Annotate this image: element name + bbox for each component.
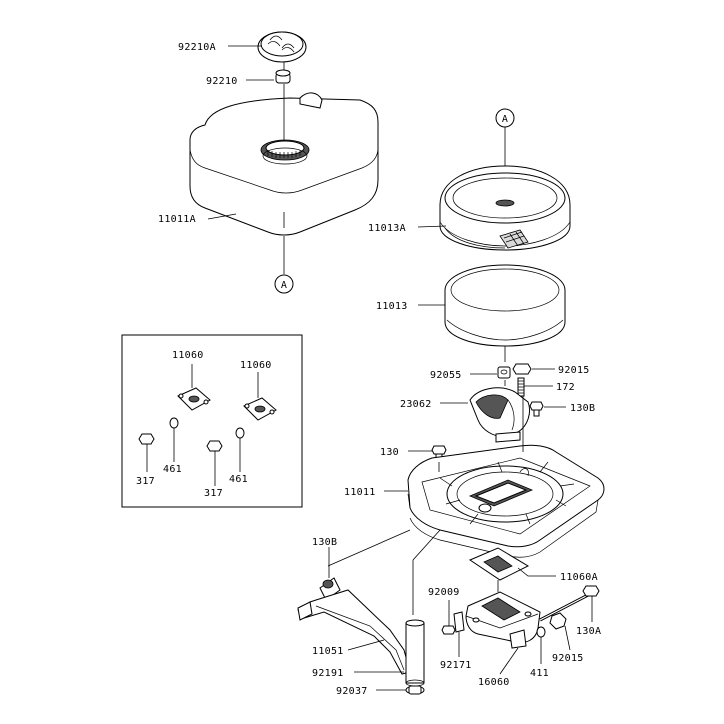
part-labels: 92210A 92210 11011A 11013A 11013 92055 9… xyxy=(136,42,601,697)
wing-nut-part xyxy=(257,31,307,63)
label-11051: 11051 xyxy=(312,646,344,657)
label-11013A: 11013A xyxy=(368,223,406,234)
cover-assembly xyxy=(189,31,379,274)
label-130: 130 xyxy=(380,447,399,458)
washer-411-part xyxy=(536,626,546,638)
label-inset-11060-left: 11060 xyxy=(172,350,204,361)
bolt-130A-part xyxy=(539,585,600,622)
label-92015-bottom: 92015 xyxy=(552,653,584,664)
hose-92191-part xyxy=(405,619,425,687)
ref-marker-a-lower-text: A xyxy=(281,280,287,291)
gasket-variants-inset xyxy=(121,334,303,508)
cover-body-part xyxy=(189,92,379,236)
label-inset-461-left: 461 xyxy=(163,464,182,475)
label-11060A: 11060A xyxy=(560,572,598,583)
inset-nut-mid xyxy=(206,440,223,452)
small-nut-part xyxy=(275,69,291,84)
label-411: 411 xyxy=(530,668,549,679)
ref-marker-a-lower: A xyxy=(274,274,294,294)
label-92015-top: 92015 xyxy=(558,365,590,376)
inset-gasket-right xyxy=(243,397,277,421)
nut-92015-top-part xyxy=(512,363,532,375)
clip-92171-part xyxy=(453,611,465,633)
label-16060: 16060 xyxy=(478,677,510,688)
label-92009: 92009 xyxy=(428,587,460,598)
label-92210A: 92210A xyxy=(178,42,216,53)
label-inset-461-right: 461 xyxy=(229,474,248,485)
filter-ring-part xyxy=(444,264,566,347)
label-92191: 92191 xyxy=(312,668,344,679)
inset-gasket-left xyxy=(177,387,211,411)
leader-lines xyxy=(207,45,593,691)
gasket-11060A-part xyxy=(468,547,530,581)
bracket-11051-part xyxy=(297,577,411,675)
label-11013: 11013 xyxy=(376,301,408,312)
ref-marker-a-upper: A xyxy=(495,108,515,128)
bolt-130B-top-part xyxy=(529,401,544,417)
label-inset-317-mid: 317 xyxy=(204,488,223,499)
label-inset-11060-right: 11060 xyxy=(240,360,272,371)
intake-16060-part xyxy=(465,591,541,649)
washer-92055-part xyxy=(497,366,511,379)
label-11011: 11011 xyxy=(344,487,376,498)
label-11011A: 11011A xyxy=(158,214,196,225)
label-92210: 92210 xyxy=(206,76,238,87)
stud-172-part xyxy=(517,377,525,397)
label-inset-317-left: 317 xyxy=(136,476,155,487)
base-plate-part xyxy=(407,444,605,558)
inset-nut-left xyxy=(138,433,155,445)
nut-92009-part xyxy=(441,625,456,635)
element-cap-part xyxy=(439,165,571,251)
clamp-92037-part xyxy=(405,685,425,695)
label-130A: 130A xyxy=(576,626,601,637)
nut-92015-bottom-part xyxy=(549,612,567,630)
inset-washer-right xyxy=(235,427,245,439)
ref-marker-a-upper-text: A xyxy=(502,114,508,125)
label-92037: 92037 xyxy=(336,686,368,697)
label-92055: 92055 xyxy=(430,370,462,381)
elbow-23062-part xyxy=(469,387,531,443)
label-130B-left: 130B xyxy=(312,537,337,548)
label-23062: 23062 xyxy=(400,399,432,410)
label-92171: 92171 xyxy=(440,660,472,671)
label-172: 172 xyxy=(556,382,575,393)
inset-washer-left xyxy=(169,417,179,429)
label-130B-top: 130B xyxy=(570,403,595,414)
